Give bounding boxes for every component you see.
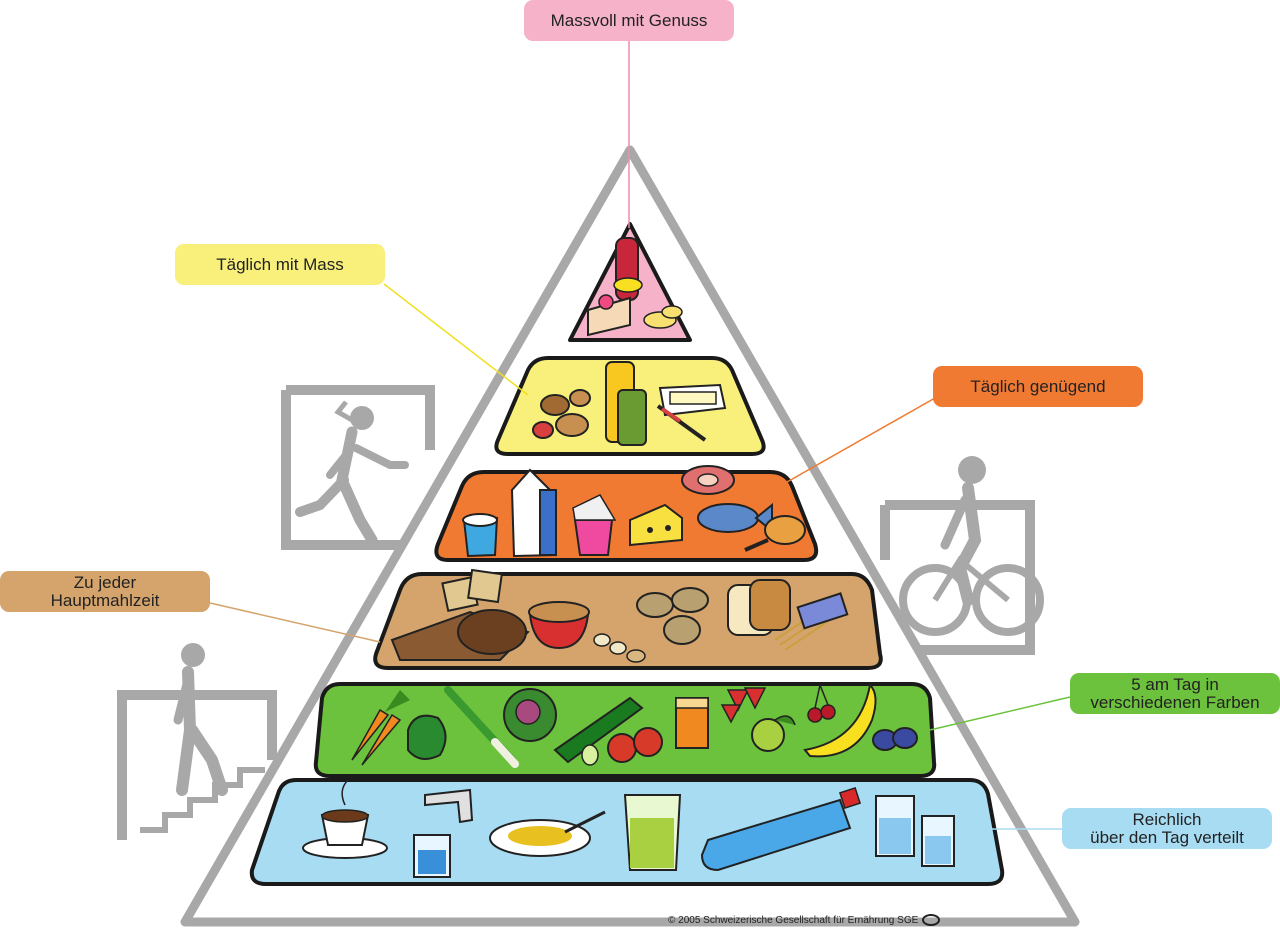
bread-loaf bbox=[390, 609, 530, 661]
meat bbox=[681, 465, 735, 495]
sliced-bread bbox=[727, 579, 791, 636]
plums bbox=[872, 727, 918, 751]
leek bbox=[444, 686, 519, 768]
nuts bbox=[532, 389, 591, 439]
running-person-icon bbox=[281, 385, 435, 550]
cherries bbox=[807, 684, 836, 723]
yogurt-cup bbox=[462, 513, 499, 558]
pasta bbox=[774, 592, 849, 651]
food-illustrations bbox=[302, 237, 955, 878]
dessert-cup bbox=[572, 494, 617, 556]
juice-glass bbox=[675, 697, 709, 749]
apple bbox=[751, 715, 796, 752]
label-massvoll-mit-genuss: Massvoll mit Genuss bbox=[524, 0, 734, 41]
cucumber bbox=[553, 696, 644, 766]
label-reichlich: Reichlich über den Tag verteilt bbox=[1062, 808, 1272, 849]
coffee-cup bbox=[302, 779, 388, 859]
fish bbox=[697, 502, 773, 534]
cycling-person-icon bbox=[880, 456, 1044, 655]
sge-logo-icon bbox=[922, 914, 941, 927]
lettuce bbox=[503, 688, 557, 742]
banana bbox=[803, 682, 877, 758]
water-glasses bbox=[875, 795, 955, 867]
cake-slice bbox=[587, 294, 631, 337]
copyright-text: © 2005 Schweizerische Gesellschaft für E… bbox=[668, 915, 919, 926]
knife bbox=[656, 404, 707, 442]
tea-pitcher bbox=[623, 794, 682, 871]
label-5-am-tag: 5 am Tag in verschiedenen Farben bbox=[1070, 673, 1280, 714]
label-taeglich-mit-mass: Täglich mit Mass bbox=[175, 244, 385, 285]
soup-plate bbox=[489, 810, 606, 857]
milk-carton bbox=[510, 468, 558, 558]
leader-lines bbox=[209, 41, 1071, 830]
carrots bbox=[351, 690, 410, 766]
strawberries bbox=[720, 687, 767, 724]
cheese bbox=[629, 503, 683, 547]
crackers bbox=[441, 568, 503, 612]
pepper bbox=[407, 714, 447, 760]
copyright-notice: © 2005 Schweizerische Gesellschaft für E… bbox=[668, 913, 998, 929]
water-bottle bbox=[700, 786, 862, 872]
label-taeglich-genuegend: Täglich genügend bbox=[933, 366, 1143, 407]
butter-dish bbox=[658, 383, 727, 417]
label-zu-jeder-hauptmahlzeit: Zu jeder Hauptmahlzeit bbox=[0, 571, 210, 612]
chicken-leg bbox=[744, 515, 806, 552]
potatoes bbox=[636, 587, 709, 645]
stairs-walking-icon bbox=[117, 643, 277, 840]
faucet bbox=[413, 788, 474, 878]
lemonade-bottle bbox=[613, 237, 643, 301]
chips bbox=[643, 305, 683, 329]
pyramid-level-produce bbox=[313, 682, 937, 778]
tomatoes bbox=[607, 727, 663, 763]
cereal-bowl bbox=[528, 601, 590, 650]
oil-bottle bbox=[605, 361, 647, 446]
legumes bbox=[593, 633, 646, 663]
